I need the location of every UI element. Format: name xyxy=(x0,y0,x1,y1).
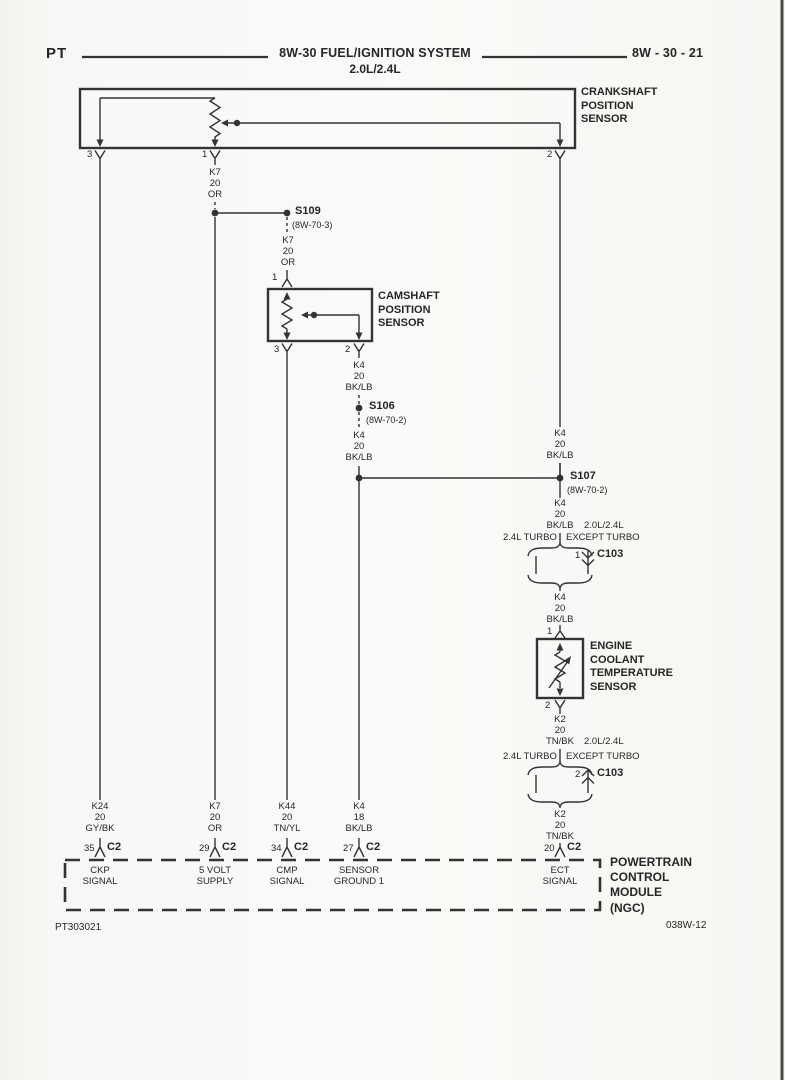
arrowhead-icon xyxy=(563,656,571,665)
inline-connector-icon xyxy=(581,550,595,574)
camshaft-sensor-box xyxy=(266,287,374,343)
ect-sensor-internals xyxy=(548,643,571,696)
pcm-connector-name: C2 xyxy=(107,841,122,853)
connector-fork-icon xyxy=(554,699,566,714)
splice-s109 xyxy=(211,209,291,233)
pcm-pin-number: 34 xyxy=(271,843,282,854)
branch-left-label: 2.4L TURBO xyxy=(503,532,557,543)
drawing-code: PT303021 xyxy=(55,922,102,933)
page-number: 8W - 30 - 21 xyxy=(632,46,704,60)
connector-fork-icon xyxy=(209,150,221,165)
engine-variant-note: 2.0L/2.4L xyxy=(584,736,624,747)
arrowhead-icon xyxy=(221,119,228,127)
connector-fork-icon xyxy=(94,150,106,165)
engine-variant-note: 2.0L/2.4L xyxy=(584,520,624,531)
pcm-connector-name: C2 xyxy=(222,841,237,853)
pin-number: 1 xyxy=(202,149,208,160)
connector-fork-icon xyxy=(554,150,566,165)
pcm-pin-number: 27 xyxy=(343,843,354,854)
crankshaft-sensor-internals xyxy=(96,97,564,147)
sheet-code: 038W-12 xyxy=(666,920,707,931)
resistor-icon xyxy=(208,97,222,140)
connector-fork-icon xyxy=(554,625,566,639)
connector-fork-icon xyxy=(281,270,293,288)
branch-split-c103-1 xyxy=(527,533,595,591)
connector-name: C103 xyxy=(597,767,624,779)
page-section: PT xyxy=(46,45,68,62)
page-subtitle: 2.0L/2.4L xyxy=(349,62,401,76)
pin-number: 1 xyxy=(547,626,553,637)
resistor-icon xyxy=(280,298,294,330)
splice-ref: (8W-70-2) xyxy=(366,415,407,425)
splice-ref: (8W-70-2) xyxy=(567,485,608,495)
splice-s107 xyxy=(355,463,564,482)
pin-number: 2 xyxy=(345,344,351,355)
connector-pin-number: 2 xyxy=(575,769,581,780)
connector-pin-number: 1 xyxy=(575,550,581,561)
pcm-pin-number: 20 xyxy=(544,843,555,854)
ect-sensor-label: ENGINE COOLANT TEMPERATURE SENSOR xyxy=(590,640,673,693)
ect-sensor-box xyxy=(535,637,585,700)
pcm-connector-name: C2 xyxy=(294,841,309,853)
splice-ref: (8W-70-3) xyxy=(292,220,333,230)
pcm-pin-number: 29 xyxy=(199,843,210,854)
brace-icon xyxy=(527,761,593,776)
camshaft-sensor-internals xyxy=(280,292,363,340)
connector-fork-icon xyxy=(353,343,365,358)
pin-number: 2 xyxy=(545,700,551,711)
connector-fork-icon xyxy=(209,838,221,858)
crankshaft-sensor-label: CRANKSHAFT POSITION SENSOR xyxy=(581,86,658,125)
pcm-name-label: POWERTRAIN CONTROL MODULE (NGC) xyxy=(610,855,692,915)
branch-left-label: 2.4L TURBO xyxy=(503,751,557,762)
connector-fork-icon xyxy=(281,838,293,858)
branch-right-label: EXCEPT TURBO xyxy=(566,751,640,762)
arrowhead-icon xyxy=(301,311,308,319)
crankshaft-sensor-box xyxy=(78,87,577,150)
brace-icon xyxy=(527,542,593,557)
pin-number: 3 xyxy=(87,149,93,160)
connector-name: C103 xyxy=(597,548,624,560)
pcm-box xyxy=(63,858,602,912)
splice-name: S106 xyxy=(369,400,395,412)
branch-split-c103-2 xyxy=(527,749,595,808)
connector-fork-icon xyxy=(554,843,566,858)
pin-number: 1 xyxy=(272,272,278,283)
branch-right-label: EXCEPT TURBO xyxy=(566,532,640,543)
connector-fork-icon xyxy=(281,343,293,358)
page-title: 8W-30 FUEL/IGNITION SYSTEM xyxy=(279,46,471,60)
pcm-connector-name: C2 xyxy=(567,841,582,853)
camshaft-sensor-label: CAMSHAFT POSITION SENSOR xyxy=(378,290,440,329)
splice-name: S107 xyxy=(570,470,596,482)
pcm-connector-name: C2 xyxy=(366,841,381,853)
brace-icon xyxy=(527,574,593,589)
splice-name: S109 xyxy=(295,205,321,217)
pcm-pin-number: 35 xyxy=(84,843,95,854)
brace-icon xyxy=(527,793,593,808)
splice-s106 xyxy=(355,395,363,429)
connector-fork-icon xyxy=(353,838,365,858)
pin-number: 2 xyxy=(547,149,553,160)
connector-fork-icon xyxy=(94,838,106,858)
pin-number: 3 xyxy=(274,344,280,355)
inline-connector-icon xyxy=(581,769,595,793)
